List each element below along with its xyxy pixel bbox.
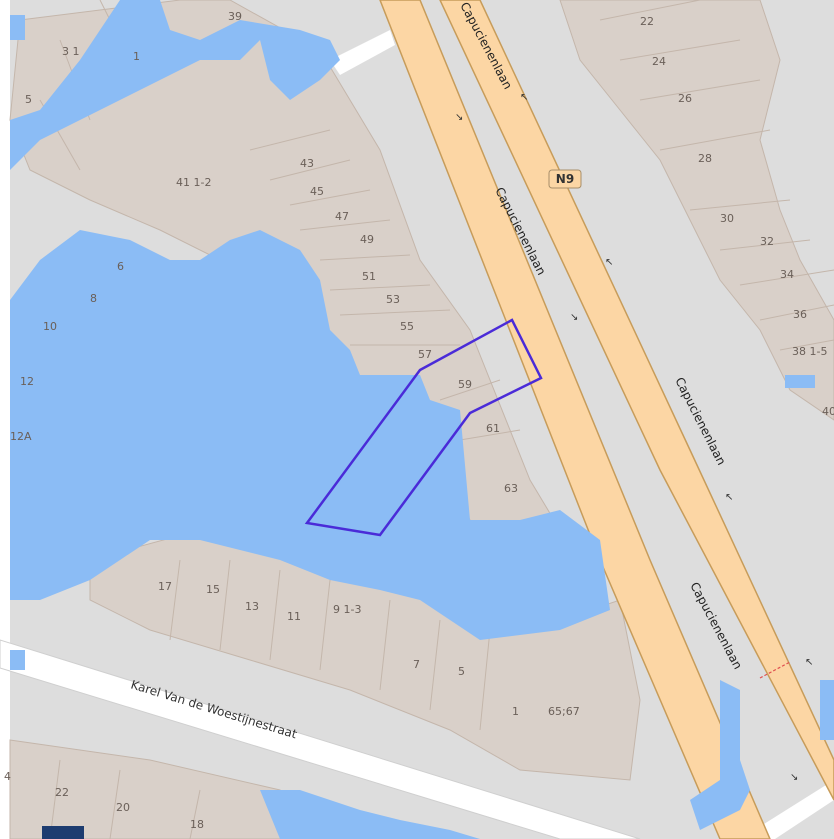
water-patch [10,15,25,40]
water-patch [260,790,480,839]
house-number: 11 [287,610,301,623]
house-number: 1 [133,50,140,63]
house-number: 17 [158,580,172,593]
road-capucienenlaan-east [439,0,834,801]
house-number: 61 [486,422,500,435]
house-number: 26 [678,92,692,105]
house-number: 10 [43,320,57,333]
water-patch [785,375,815,388]
building-block-east [559,0,834,421]
arrow-icon: ↘ [455,112,463,123]
house-number: 47 [335,210,349,223]
house-number: 4 [4,770,11,783]
house-number: 15 [206,583,220,596]
house-number: 49 [360,233,374,246]
house-number: 12 [20,375,34,388]
side-street [0,639,641,839]
parcel-outline[interactable] [304,318,543,537]
house-number: 5 [458,665,465,678]
house-number: 13 [245,600,259,613]
house-number: 8 [90,292,97,305]
water-patch [690,680,750,830]
house-number: 40 [822,405,834,418]
house-number: 20 [116,801,130,814]
house-number: 18 [190,818,204,831]
house-number: 34 [780,268,794,281]
house-number: 32 [760,235,774,248]
crossing [759,661,791,679]
arrow-icon: ↘ [790,772,798,783]
house-number: 45 [310,185,324,198]
house-number: 1 [512,705,519,718]
arrow-icon: ↖ [520,92,528,103]
house-number: 51 [362,270,376,283]
minor-street-north [330,30,395,75]
map-marker-square [42,826,84,839]
house-number: 63 [504,482,518,495]
water-patch [820,680,834,740]
house-number: 22 [55,786,69,799]
water-patch [10,0,340,170]
house-number: 5 [25,93,32,106]
map-edge [0,0,10,839]
house-number: 36 [793,308,807,321]
house-number: 59 [458,378,472,391]
house-number: 12A [10,430,32,443]
house-numbers: 39 3 1 1 5 43 45 47 41 1-2 49 6 51 8 53 … [4,10,834,831]
water-overlay [10,0,834,839]
house-number: 53 [386,293,400,306]
house-number: 24 [652,55,666,68]
house-number: 28 [698,152,712,165]
arrow-icon: ↖ [605,257,613,268]
water-patch [10,650,25,670]
house-number: 30 [720,212,734,225]
arrow-icon: ↖ [725,492,733,503]
house-number: 41 1-2 [176,176,211,189]
arrow-icon: ↖ [805,657,813,668]
one-way-arrows: ↘ ↖ ↘ ↖ ↖ ↖ ↘ [455,92,813,783]
house-number: 55 [400,320,414,333]
house-number: 38 1-5 [792,345,827,358]
water-patch [10,230,610,640]
house-number: 57 [418,348,432,361]
house-number: 43 [300,157,314,170]
route-shield-label: N9 [556,172,574,186]
house-number: 7 [413,658,420,671]
arrow-icon: ↘ [570,312,578,323]
route-shield: N9 [548,169,582,189]
house-number: 22 [640,15,654,28]
house-number: 6 [117,260,124,273]
house-number: 3 1 [62,45,80,58]
house-number: 9 1-3 [333,603,361,616]
house-number: 65;67 [548,705,580,718]
house-number: 39 [228,10,242,23]
